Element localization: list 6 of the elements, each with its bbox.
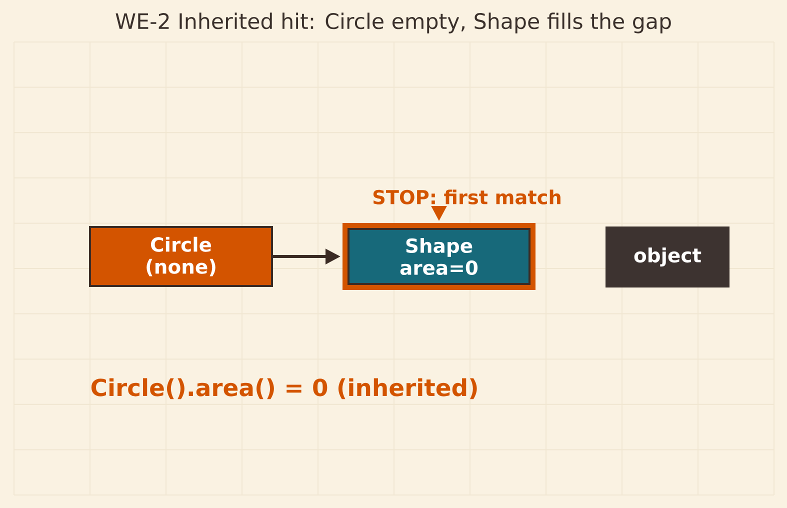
class-box: Shape area=0 bbox=[342, 223, 536, 290]
callout-label: STOP: first match bbox=[373, 190, 560, 204]
title: WE-2 Inherited hit: Circle empty, Shape fills the gap bbox=[116, 12, 671, 34]
class-box: object bbox=[606, 226, 730, 288]
result-text: Circle().area() = 0 (inherited) bbox=[91, 378, 477, 400]
class-box: Circle (none) bbox=[89, 226, 273, 287]
